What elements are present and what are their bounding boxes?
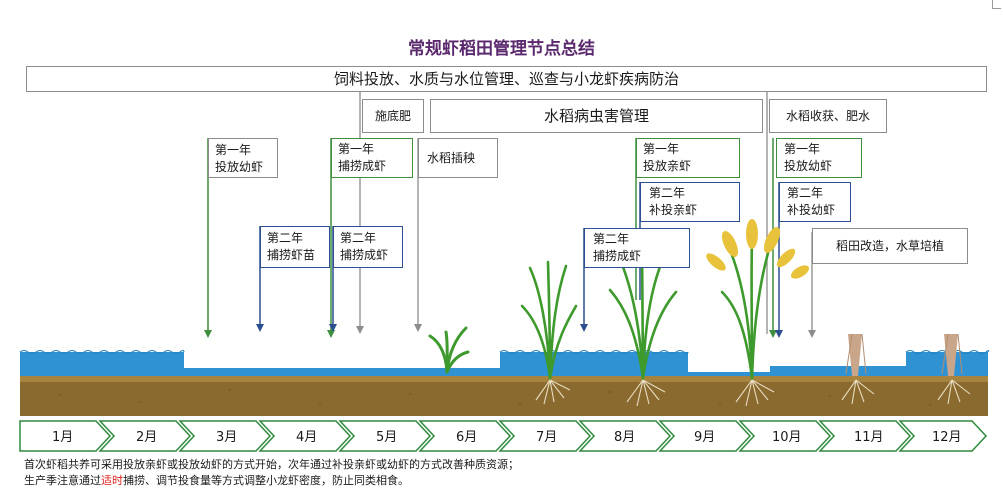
roots-mid — [626, 379, 666, 407]
event-y1-release-juvenile-mar: 第一年 投放幼虾 — [208, 138, 278, 178]
month-label: 3月 — [216, 430, 238, 445]
phase-pest-management: 水稻病虫害管理 — [430, 99, 763, 133]
rice-young — [520, 260, 578, 380]
page-title: 常规虾稻田管理节点总结 — [408, 39, 595, 59]
month-label: 5月 — [376, 430, 398, 445]
month-label: 11月 — [854, 430, 884, 445]
month-label: 7月 — [536, 430, 558, 445]
phase-harvest: 水稻收获、肥水 — [769, 99, 887, 133]
month-arrows — [19, 420, 988, 452]
roots-young — [535, 379, 571, 405]
event-rice-transplant: 水稻插秧 — [418, 138, 498, 178]
footnote-line-1: 首次虾稻共养可采用投放亲虾或投放幼虾的方式开始，次年通过补投亲虾或幼虾的方式改善… — [24, 458, 519, 471]
roots-mature — [735, 379, 775, 407]
rice-stubble-nov — [841, 333, 875, 405]
event-y2-supplement-juvenile: 第二年 补投幼虾 — [779, 182, 851, 222]
month-labels: 1月 2月 3月 4月 5月 6月 7月 8月 9月 10月 11月 12月 — [0, 426, 1003, 446]
rice-stubble-dec — [937, 333, 971, 405]
event-y2-supplement-parent: 第二年 补投亲虾 — [640, 182, 740, 222]
rice-grains — [706, 219, 810, 279]
event-y1-release-juvenile-oct: 第一年 投放幼虾 — [776, 138, 862, 178]
event-y2-catch-fry-apr: 第二年 捕捞虾苗 — [260, 226, 330, 268]
event-field-renovation: 稻田改造，水草培植 — [812, 228, 968, 264]
corner-mark — [992, 0, 1001, 9]
month-label: 4月 — [296, 430, 318, 445]
month-label: 8月 — [614, 430, 636, 445]
rice-mature — [720, 236, 772, 380]
rice-seedling — [428, 326, 470, 374]
event-y2-catch-adult-may: 第二年 捕捞成虾 — [333, 226, 403, 268]
month-label: 10月 — [772, 430, 802, 445]
month-label: 12月 — [932, 430, 962, 445]
footnote: 首次虾稻共养可采用投放亲虾或投放幼虾的方式开始，次年通过补投亲虾或幼虾的方式改善… — [24, 457, 984, 489]
top-banner: 饲料投放、水质与水位管理、巡查与小龙虾疾病防治 — [26, 66, 987, 92]
phase-base-fertilizer: 施底肥 — [362, 99, 424, 133]
event-y1-catch-adult-may: 第一年 捕捞成虾 — [331, 138, 413, 178]
field-cross-section — [19, 350, 990, 416]
month-label: 9月 — [694, 430, 716, 445]
month-label: 1月 — [52, 430, 74, 445]
event-y1-release-parent-aug: 第一年 投放亲虾 — [636, 138, 740, 178]
month-label: 6月 — [456, 430, 478, 445]
month-label: 2月 — [136, 430, 158, 445]
footnote-line-2: 生产季注意通过适时捕捞、调节投食量等方式调整小龙虾密度，防止同类相食。 — [24, 474, 409, 487]
event-y2-catch-adult-aug: 第二年 捕捞成虾 — [584, 228, 690, 268]
